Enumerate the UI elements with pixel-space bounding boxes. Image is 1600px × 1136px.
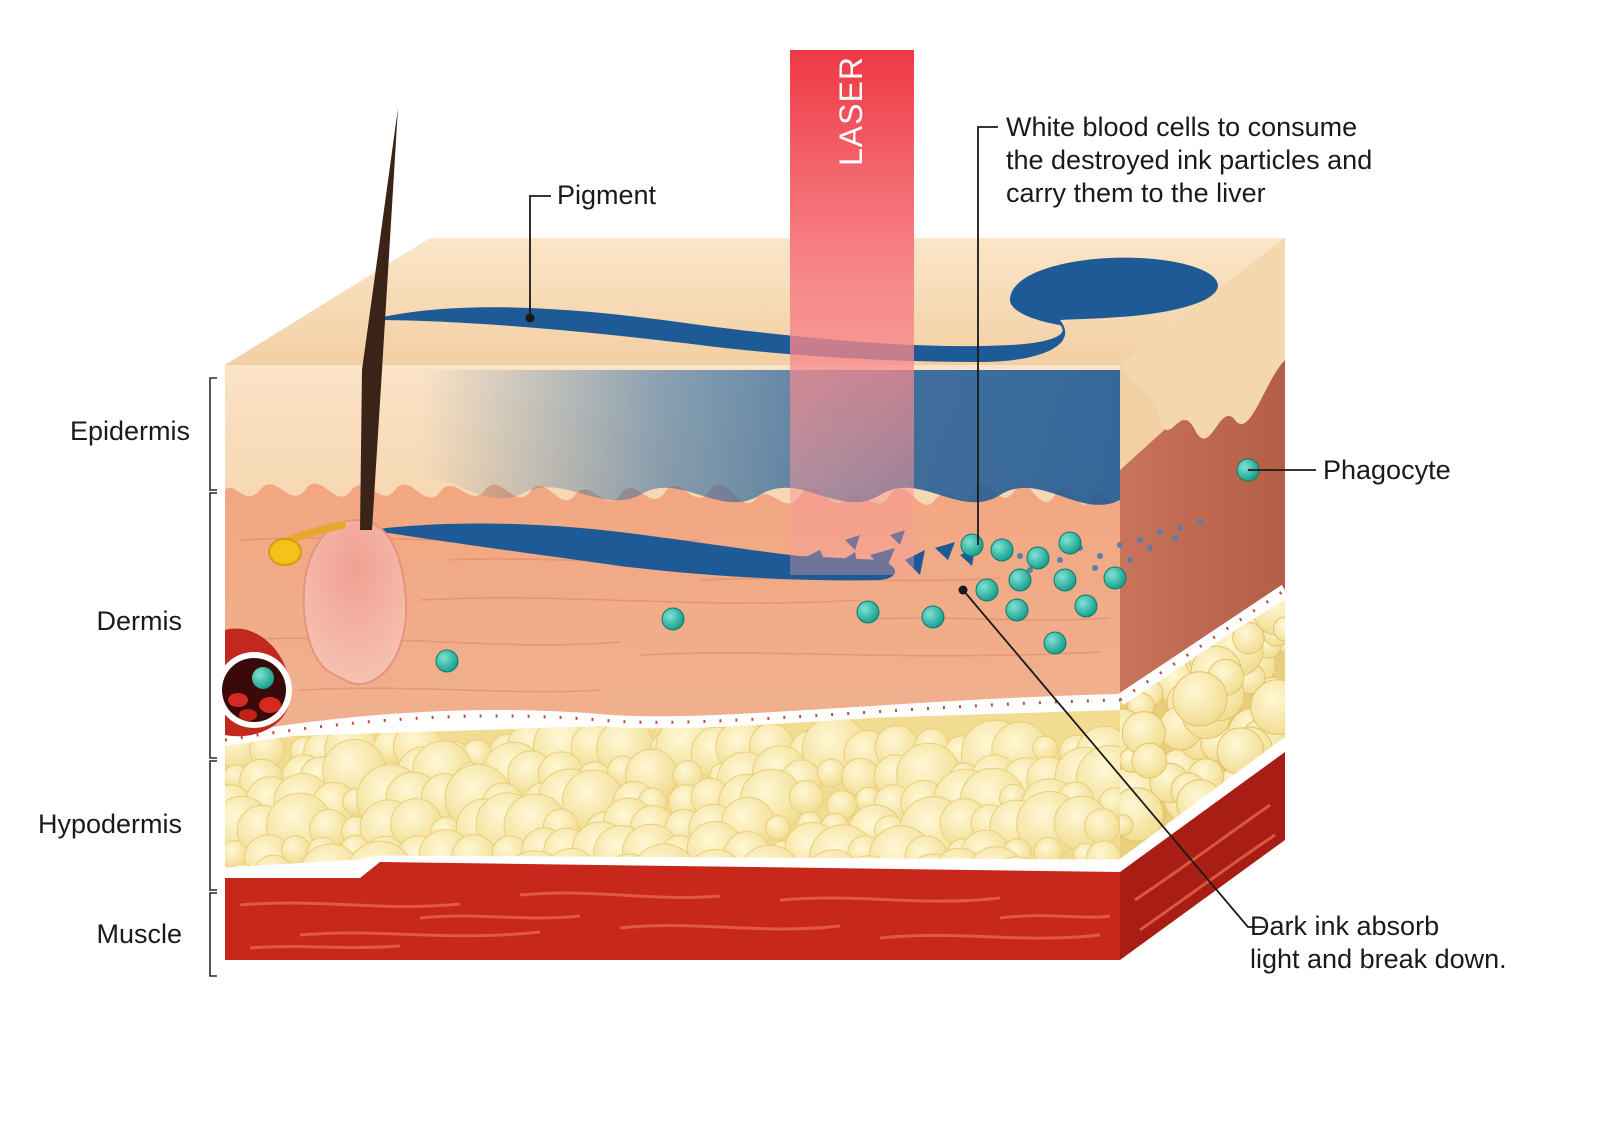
fat-cell (1274, 617, 1298, 641)
layer-label-hypodermis: Hypodermis (38, 808, 182, 841)
ink-particle (1197, 519, 1203, 525)
ink-particle (1177, 525, 1183, 531)
phagocyte-icon (857, 601, 879, 623)
wbc-line-3: carry them to the liver (1006, 177, 1372, 210)
phagocyte-icon (1006, 599, 1028, 621)
layer-label-muscle: Muscle (96, 918, 182, 951)
fat-cell (789, 780, 823, 814)
phagocyte-icon (991, 539, 1013, 561)
phagocyte-icon (1054, 569, 1076, 591)
phagocyte-icon (922, 606, 944, 628)
pigment-label: Pigment (557, 179, 656, 212)
fat-cell (1217, 728, 1264, 775)
ink-particle (1127, 557, 1133, 563)
ink-particle (1172, 535, 1178, 541)
wbc-annotation: White blood cells to consume the destroy… (1006, 111, 1372, 210)
wbc-line-2: the destroyed ink particles and (1006, 144, 1372, 177)
dark-ink-annotation: Dark ink absorb light and break down. (1250, 910, 1507, 976)
phagocyte-icon (436, 650, 458, 672)
layer-label-dermis: Dermis (97, 605, 183, 638)
wbc-line-1: White blood cells to consume (1006, 111, 1372, 144)
ink-particle (1157, 529, 1163, 535)
fat-cell (221, 841, 247, 867)
phagocyte-label: Phagocyte (1323, 454, 1451, 487)
epidermis-layer (225, 365, 1120, 505)
laser-label: LASER (831, 70, 871, 166)
ink-particle (1057, 557, 1063, 563)
fat-cell (1132, 743, 1167, 778)
ink-particle (1017, 553, 1023, 559)
fat-cell (1251, 680, 1306, 735)
phagocyte-icon (961, 534, 983, 556)
phagocyte-icon (1104, 567, 1126, 589)
dark-ink-line-2: light and break down. (1250, 943, 1507, 976)
phagocyte-icon (1059, 532, 1081, 554)
phagocyte-icon (1027, 547, 1049, 569)
ink-particle (1147, 545, 1153, 551)
phagocyte-icon (1075, 595, 1097, 617)
fat-cell (1086, 841, 1121, 876)
ink-particle (1137, 537, 1143, 543)
phagocyte-icon (1009, 569, 1031, 591)
dark-ink-line-1: Dark ink absorb (1250, 910, 1507, 943)
ink-particle (1092, 565, 1098, 571)
fat-cell (1085, 809, 1120, 844)
ink-particle (1117, 542, 1123, 548)
ink-particle (1097, 553, 1103, 559)
phagocyte-icon (1044, 632, 1066, 654)
layer-label-epidermis: Epidermis (70, 415, 190, 448)
fat-cell (817, 759, 845, 787)
fat-cell (766, 816, 790, 840)
fat-cell (1173, 672, 1227, 726)
phagocyte-icon (976, 579, 998, 601)
layer-brackets (210, 378, 217, 976)
phagocyte-icon (662, 608, 684, 630)
